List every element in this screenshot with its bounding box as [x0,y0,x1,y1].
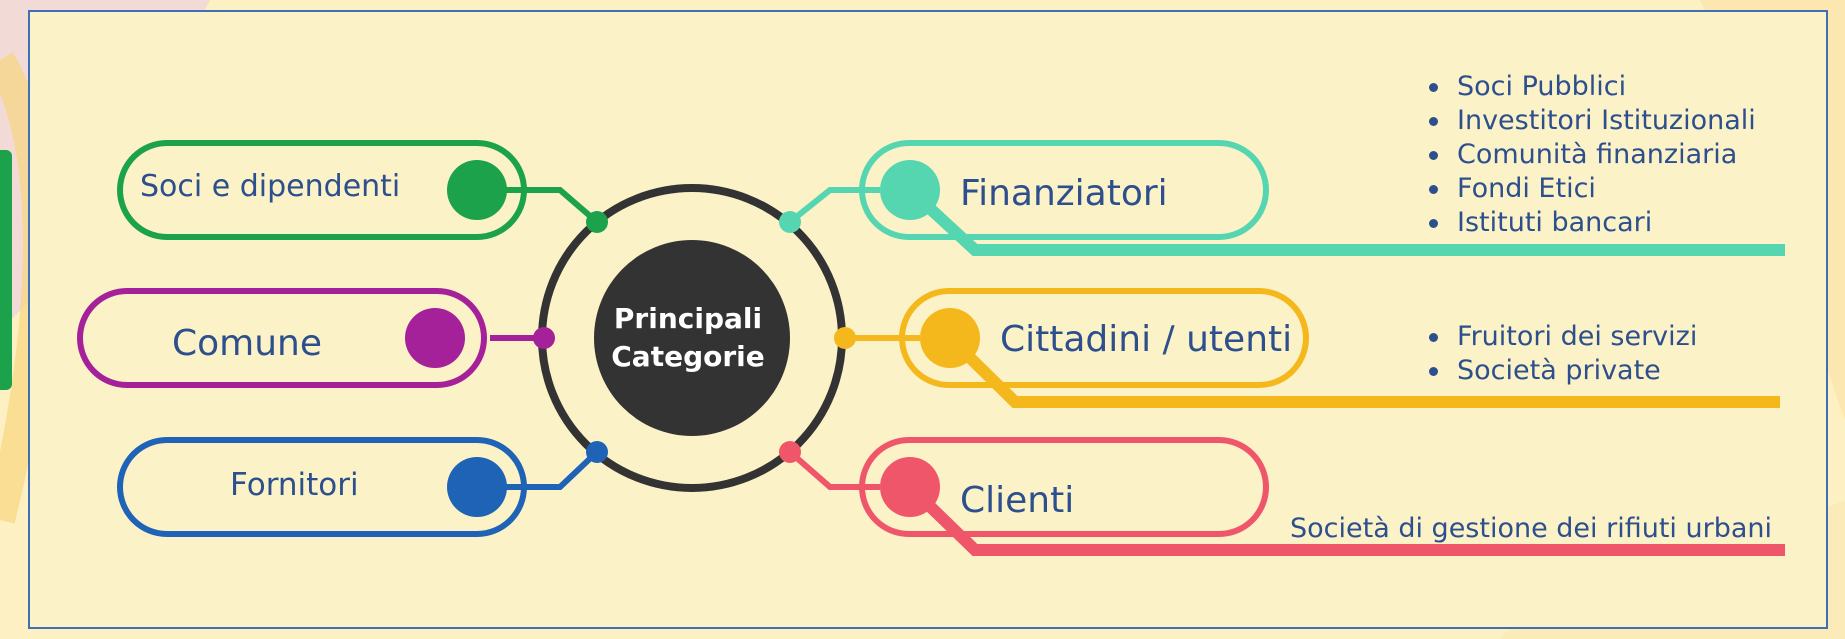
leader-clienti [905,482,1785,556]
label-fornitori: Fornitori [230,467,359,503]
leader-cittadini [945,333,1780,408]
connector-fornitori [500,449,600,490]
node-fornitori [447,457,507,517]
cittadini-list: Fruitori dei servizi Società private [1417,320,1697,388]
list-item: Istituti bancari [1417,206,1756,240]
dot-finanziatori [779,211,801,233]
node-comune [405,308,465,368]
label-cittadini: Cittadini / utenti [1000,319,1293,360]
node-soci [447,160,507,220]
connector-soci [500,187,599,225]
hub-label-line2: Categorie [611,340,765,373]
dot-comune [533,327,555,349]
pill-comune [77,288,487,388]
dot-soci [586,211,608,233]
pill-finanziatori [859,140,1269,240]
dot-fornitori [586,441,608,463]
pill-soci [117,140,527,240]
list-item: Soci Pubblici [1417,70,1756,104]
list-item: Società private [1417,354,1697,388]
pill-clienti [859,437,1269,537]
label-clienti: Clienti [960,480,1075,521]
list-item: Comunità finanziaria [1417,138,1756,172]
label-finanziatori: Finanziatori [960,173,1168,214]
pill-cittadini [899,288,1309,388]
finanziatori-list: Soci Pubblici Investitori Istituzionali … [1417,70,1756,240]
dot-clienti [779,441,801,463]
dot-cittadini [834,327,856,349]
list-item: Fruitori dei servizi [1417,320,1697,354]
label-comune: Comune [172,323,323,364]
pill-fornitori [117,437,527,537]
left-edge-tab [0,150,12,390]
list-item: Investitori Istituzionali [1417,104,1756,138]
leader-finanziatori [905,185,1785,256]
list-item: Fondi Etici [1417,172,1756,206]
hub-label-line1: Principali [613,302,763,335]
label-soci: Soci e dipendenti [140,169,401,204]
hub-label: Principali Categorie [578,300,798,376]
hub-disc [594,240,790,436]
clienti-note: Società di gestione dei rifiuti urbani [1290,513,1773,544]
